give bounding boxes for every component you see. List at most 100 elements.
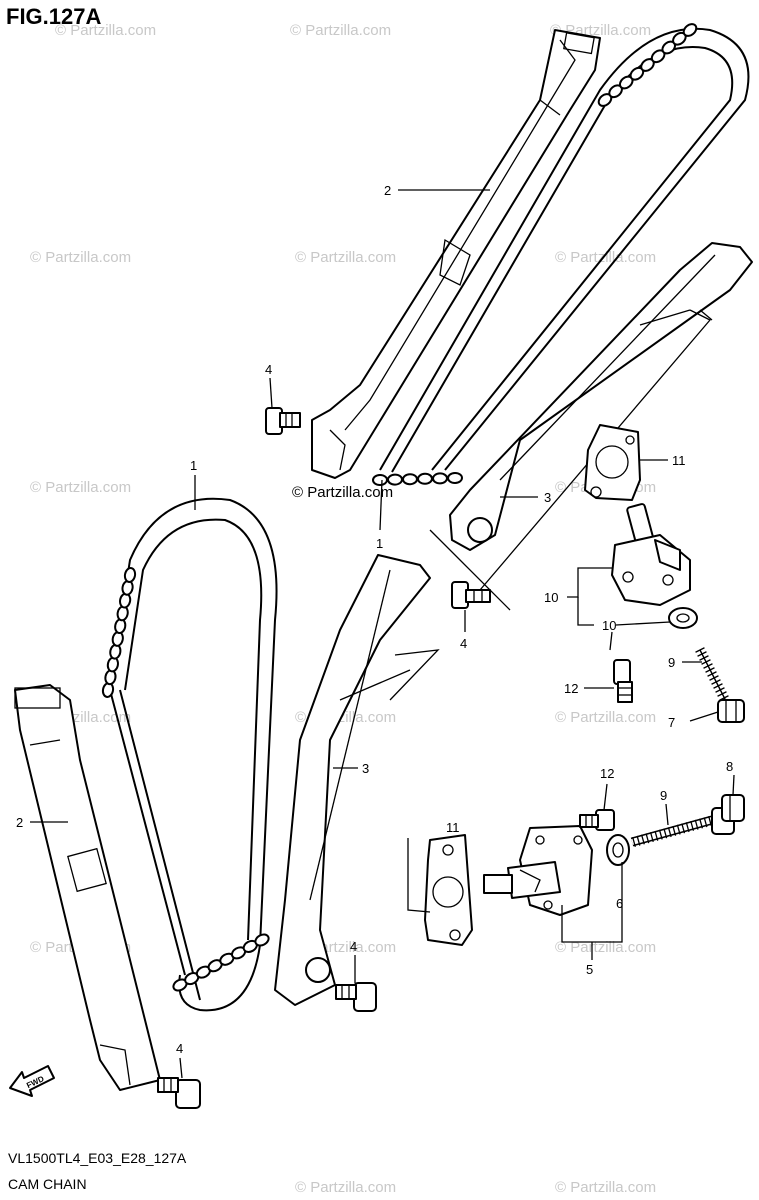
spring-coil <box>672 825 677 836</box>
callout-4-lower-left[interactable]: 4 <box>176 1041 183 1056</box>
chain-link <box>432 472 448 485</box>
chain-link <box>387 473 403 486</box>
watermark: © Partzilla.com <box>555 1179 656 1196</box>
chain-link <box>372 473 388 487</box>
callout-2-upper[interactable]: 2 <box>384 183 391 198</box>
chain-link <box>447 471 463 485</box>
spring-coil <box>694 819 699 830</box>
spring-coil <box>697 651 707 657</box>
callout-9-upper[interactable]: 9 <box>668 655 675 670</box>
callout-4-upper-left[interactable]: 4 <box>265 362 272 377</box>
callout-3-upper[interactable]: 3 <box>544 490 551 505</box>
callout-1-lower[interactable]: 1 <box>190 458 197 473</box>
tensioner-spring-upper <box>695 647 731 706</box>
chain-tensioner-upper <box>611 503 691 606</box>
chain-link <box>402 473 418 486</box>
spring-coil <box>632 837 636 847</box>
watermark: © Partzilla.com <box>555 709 656 726</box>
callout-labels: 2 4 1 3 11 4 10 10 9 12 7 1 2 3 4 4 11 1… <box>16 183 733 1056</box>
model-code: VL1500TL4_E03_E28_127A <box>8 1150 187 1166</box>
spring-coil <box>663 828 668 839</box>
callout-7[interactable]: 10 <box>544 590 558 605</box>
spring-coil <box>699 818 704 829</box>
watermark: © Partzilla.com <box>30 249 131 266</box>
chain-link <box>682 23 698 37</box>
tensioner-arm-bolt-lower <box>335 982 377 1012</box>
spring-coil <box>713 683 723 689</box>
callout-12-upper[interactable]: 12 <box>564 681 578 696</box>
spring-coil <box>685 822 690 833</box>
spring-coil <box>703 663 713 669</box>
spring-coil <box>649 832 654 843</box>
tensioner-arm-bolt-upper <box>451 581 491 609</box>
chain-tensioner-arm-upper <box>449 242 753 591</box>
chain-tensioner-arm-lower <box>274 554 440 1006</box>
tensioner-washer-lower <box>606 834 630 866</box>
chain-link <box>254 933 270 947</box>
callout-3-lower[interactable]: 3 <box>362 761 369 776</box>
tensioner-gasket-upper <box>584 424 641 501</box>
spring-coil <box>715 687 725 693</box>
chain-guide-upper <box>311 29 601 479</box>
chain-link <box>123 567 137 583</box>
callout-2-lower[interactable]: 2 <box>16 815 23 830</box>
tensioner-cap-bolt-lower <box>711 794 745 835</box>
callout-1-upper[interactable]: 1 <box>376 536 383 551</box>
callout-11-upper[interactable]: 11 <box>672 453 686 468</box>
tensioner-mount-bolt-lower <box>579 809 615 831</box>
tensioner-washer-upper <box>668 607 698 629</box>
watermark: © Partzilla.com <box>55 22 156 39</box>
spring-coil <box>705 667 715 673</box>
spring-coil <box>654 830 659 841</box>
watermark: © Partzilla.com <box>30 479 131 496</box>
chain-guide-lower <box>14 684 161 1091</box>
diagram-name: CAM CHAIN <box>8 1176 87 1192</box>
spring-coil <box>667 827 672 838</box>
tensioner-mount-bolt-upper <box>613 659 633 703</box>
cam-chain-lower <box>101 497 278 1012</box>
tensioner-gasket-lower <box>424 834 473 946</box>
guide-bolt-upper <box>265 407 301 435</box>
spring-coil <box>707 671 717 677</box>
callout-6[interactable]: 6 <box>616 896 623 911</box>
cam-chain-upper <box>372 23 750 487</box>
tensioner-spring-lower <box>630 815 714 847</box>
chain-tensioner-lower <box>483 825 593 916</box>
watermark: © Partzilla.com <box>555 939 656 956</box>
tensioner-cap-bolt-upper <box>717 699 745 723</box>
spring-coil <box>717 691 727 697</box>
spring-coil <box>711 679 721 685</box>
spring-coil <box>658 829 663 840</box>
callout-5[interactable]: 5 <box>586 962 593 977</box>
callout-8[interactable]: 10 <box>602 618 616 633</box>
spring-coil <box>695 647 705 653</box>
callout-4-lower-middle[interactable]: 4 <box>350 939 357 954</box>
spring-coil <box>703 817 708 828</box>
callout-11-lower[interactable]: 11 <box>446 820 460 835</box>
callout-10-lower[interactable]: 8 <box>726 759 733 774</box>
spring-coil <box>636 835 641 846</box>
spring-coil <box>640 834 645 845</box>
spring-coil <box>708 816 712 826</box>
watermark: © Partzilla.com <box>295 1179 396 1196</box>
watermark: © Partzilla.com <box>555 249 656 266</box>
guide-bolt-lower <box>157 1077 201 1109</box>
callout-12-lower[interactable]: 12 <box>600 766 614 781</box>
spring-coil <box>676 824 681 835</box>
chain-link <box>417 472 433 485</box>
spring-coil <box>681 823 686 834</box>
callout-10-upper[interactable]: 7 <box>668 715 675 730</box>
spring-coil <box>701 659 711 665</box>
callout-leaders <box>30 189 735 1079</box>
spring-coil <box>690 820 695 831</box>
watermark: © Partzilla.com <box>290 22 391 39</box>
watermark-center: © Partzilla.com <box>292 484 393 501</box>
figure-title: FIG.127A <box>6 4 102 29</box>
spring-coil <box>645 833 650 844</box>
callout-4-upper-middle[interactable]: 4 <box>460 636 467 651</box>
callout-9-lower[interactable]: 9 <box>660 788 667 803</box>
fwd-arrow-icon: FWD <box>9 1065 55 1097</box>
watermark: © Partzilla.com <box>295 249 396 266</box>
